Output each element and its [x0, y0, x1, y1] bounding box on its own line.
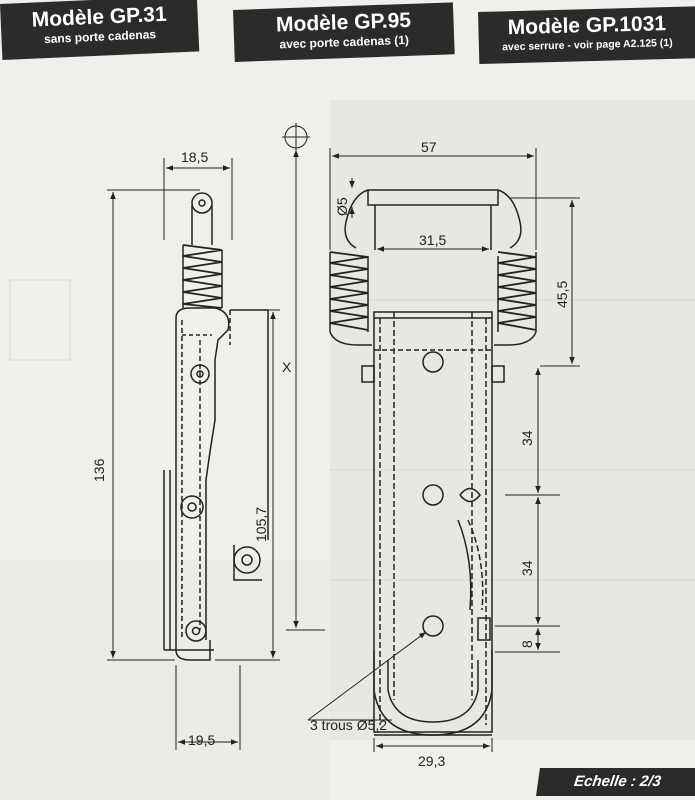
- side-view: [163, 192, 269, 661]
- dim-34-upper: 34: [519, 430, 535, 446]
- dim-45-5: 45,5: [554, 281, 570, 308]
- dim-dia-5: Ø5: [334, 197, 350, 216]
- dim-34-lower: 34: [519, 560, 535, 576]
- dim-31-5: 31,5: [419, 232, 446, 248]
- front-view: [329, 189, 537, 736]
- dim-x: X: [282, 359, 292, 375]
- dim-19-5: 19,5: [188, 732, 215, 748]
- dim-136: 136: [91, 458, 107, 482]
- dim-29-3: 29,3: [418, 753, 445, 769]
- dim-18-5: 18,5: [181, 149, 208, 165]
- dim-8: 8: [519, 640, 535, 648]
- side-view-dimensions: [107, 123, 325, 750]
- scale-badge: Echelle : 2/3: [536, 768, 695, 796]
- dim-57: 57: [421, 139, 437, 155]
- holes-callout: 3 trous Ø5,2: [310, 717, 387, 733]
- front-view-dimensions: [307, 148, 580, 752]
- dim-105-7: 105,7: [253, 507, 269, 542]
